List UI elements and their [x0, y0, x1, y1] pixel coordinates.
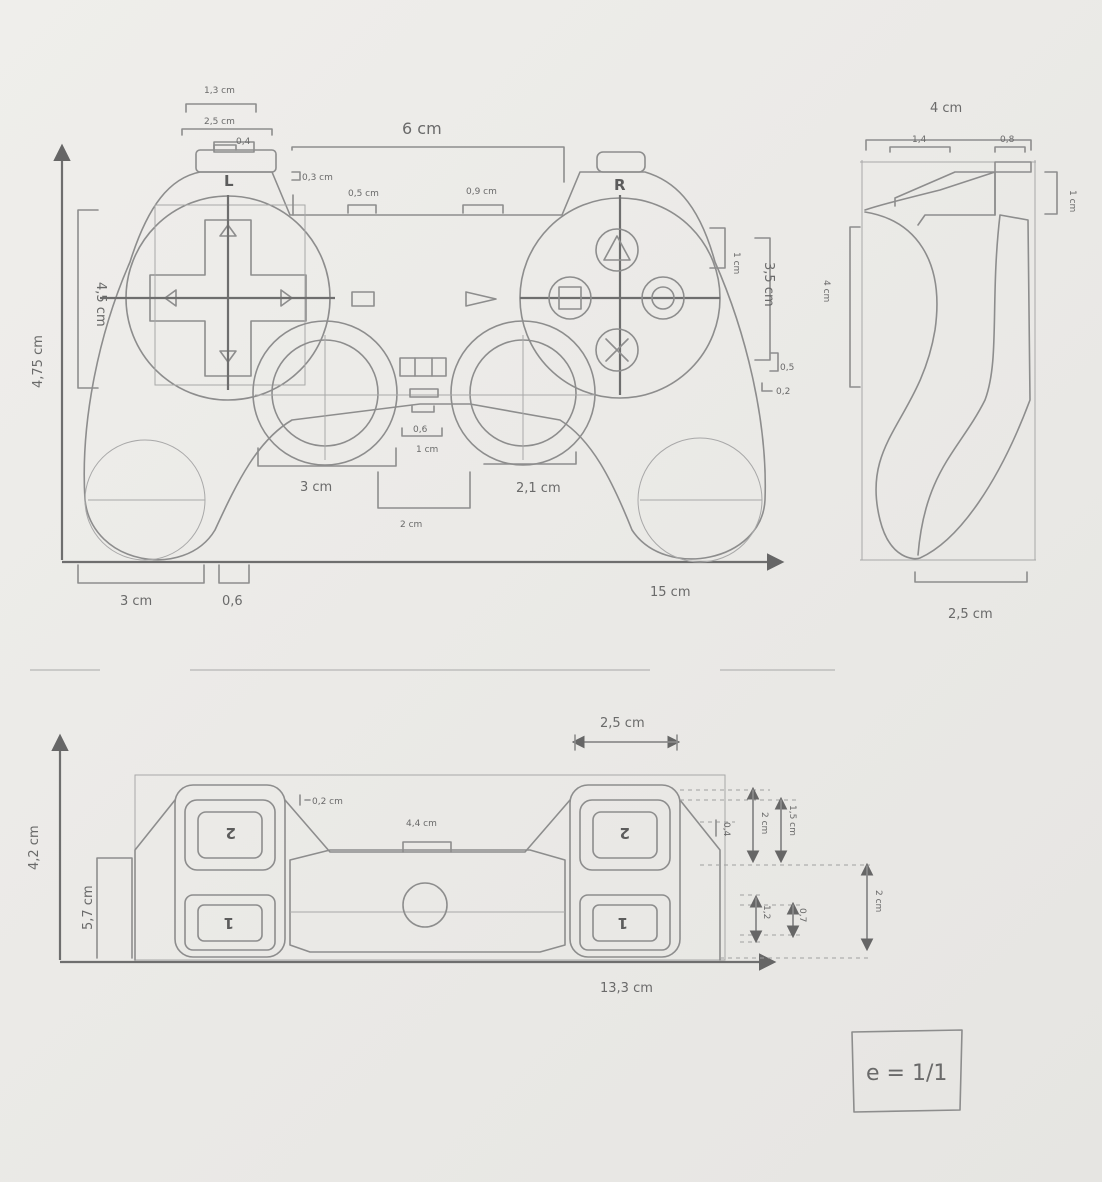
dim-45: 4,5 cm: [93, 282, 108, 327]
back-view: 2 1 2 1 2,5 cm 0,2 cm 4,4 cm 4,2 cm 5,7 …: [27, 716, 883, 996]
cross-icon: [605, 338, 629, 362]
mode-light: [409, 388, 439, 398]
dim-l-small: 0,4: [236, 137, 251, 147]
triangle-button[interactable]: [595, 228, 639, 272]
dim-center-2: 2 cm: [400, 520, 422, 530]
dim-base-25: 2,5 cm: [948, 607, 993, 622]
l1-button[interactable]: [197, 904, 263, 942]
dim-height-42: 4,2 cm: [27, 825, 42, 870]
right-stick-ring: [450, 320, 596, 466]
r2-button[interactable]: [592, 811, 658, 859]
dim-total-15: 15 cm: [650, 585, 691, 600]
dim-center-06: 0,6: [413, 425, 428, 435]
start-button[interactable]: [465, 291, 497, 307]
dim-face-35: 3,5 cm: [761, 262, 776, 307]
dim-gap-02: 0,2 cm: [312, 797, 343, 807]
dim-select: 0,5 cm: [348, 189, 379, 199]
dim-r-15: 1,5 cm: [787, 805, 797, 836]
dim-center-1: 1 cm: [416, 445, 438, 455]
center-port: [402, 882, 448, 928]
dim-height-57: 5,7 cm: [81, 885, 96, 930]
dpad-cross: [149, 219, 307, 377]
dim-r-2: 2 cm: [759, 812, 769, 834]
cross-button[interactable]: [595, 328, 639, 372]
dim-depth-4: 4 cm: [930, 101, 962, 116]
dim-start: 0,9 cm: [466, 187, 497, 197]
dim-6cm: 6 cm: [402, 119, 442, 138]
dim-trig-1: 1 cm: [1067, 190, 1077, 212]
dim-face-02: 0,2: [776, 387, 790, 397]
dim-r-12: 1,2: [761, 905, 771, 919]
triangle-icon: [603, 235, 631, 261]
square-button[interactable]: [548, 276, 592, 320]
l2-button[interactable]: [197, 811, 263, 859]
dim-grip-4: 4 cm: [821, 280, 831, 302]
side-profile: [864, 211, 1031, 560]
center-body: [289, 849, 566, 953]
l-trigger: [195, 149, 277, 173]
dim-r-04: 0,4: [721, 822, 731, 837]
dim-l-mid: 2,5 cm: [204, 117, 235, 127]
left-stick-ring: [252, 320, 398, 466]
dim-face-05: 0,5: [780, 363, 794, 373]
dim-stick-21: 2,1 cm: [516, 481, 561, 496]
right-bumper-block: [569, 784, 681, 958]
dim-total-133: 13,3 cm: [600, 981, 653, 996]
dim-r-2b: 2 cm: [873, 890, 883, 912]
dim-grip-06: 0,6: [222, 594, 243, 609]
circle-button[interactable]: [641, 276, 685, 320]
r2-glyph: 2: [620, 824, 630, 842]
analog-button[interactable]: [399, 357, 447, 377]
dim-bumper-25: 2,5 cm: [600, 716, 645, 731]
side-view: 4 cm 1,4 0,8 1 cm 4 cm 2,5 cm: [821, 101, 1077, 622]
left-bumper-block: [174, 784, 286, 958]
dim-top-14: 1,4: [912, 135, 927, 145]
l-label: L: [224, 172, 234, 190]
square-icon: [558, 286, 582, 310]
r1-button[interactable]: [592, 904, 658, 942]
dim-stick-3: 3 cm: [300, 480, 332, 495]
r1-glyph: 1: [618, 914, 628, 932]
scale-label: e = 1/1: [866, 1061, 947, 1086]
l1-glyph: 1: [224, 914, 234, 932]
select-button[interactable]: [351, 291, 375, 307]
l2-glyph: 2: [226, 824, 236, 842]
circle-icon: [651, 286, 675, 310]
dim-top-08: 0,8: [1000, 135, 1015, 145]
dim-475: 4,75 cm: [31, 335, 46, 388]
r-trigger: [596, 151, 646, 173]
dim-03: 0,3 cm: [302, 173, 333, 183]
r-label: R: [614, 176, 626, 194]
dim-face-1: 1 cm: [731, 252, 741, 274]
dim-mid-44: 4,4 cm: [406, 819, 437, 829]
dim-r-07: 0,7: [797, 908, 807, 922]
scale-box: e = 1/1: [851, 1029, 963, 1113]
dim-grip-3: 3 cm: [120, 594, 152, 609]
controller-outline: [83, 171, 767, 561]
dim-l-outer: 1,3 cm: [204, 86, 235, 96]
front-view: L R: [31, 86, 794, 609]
